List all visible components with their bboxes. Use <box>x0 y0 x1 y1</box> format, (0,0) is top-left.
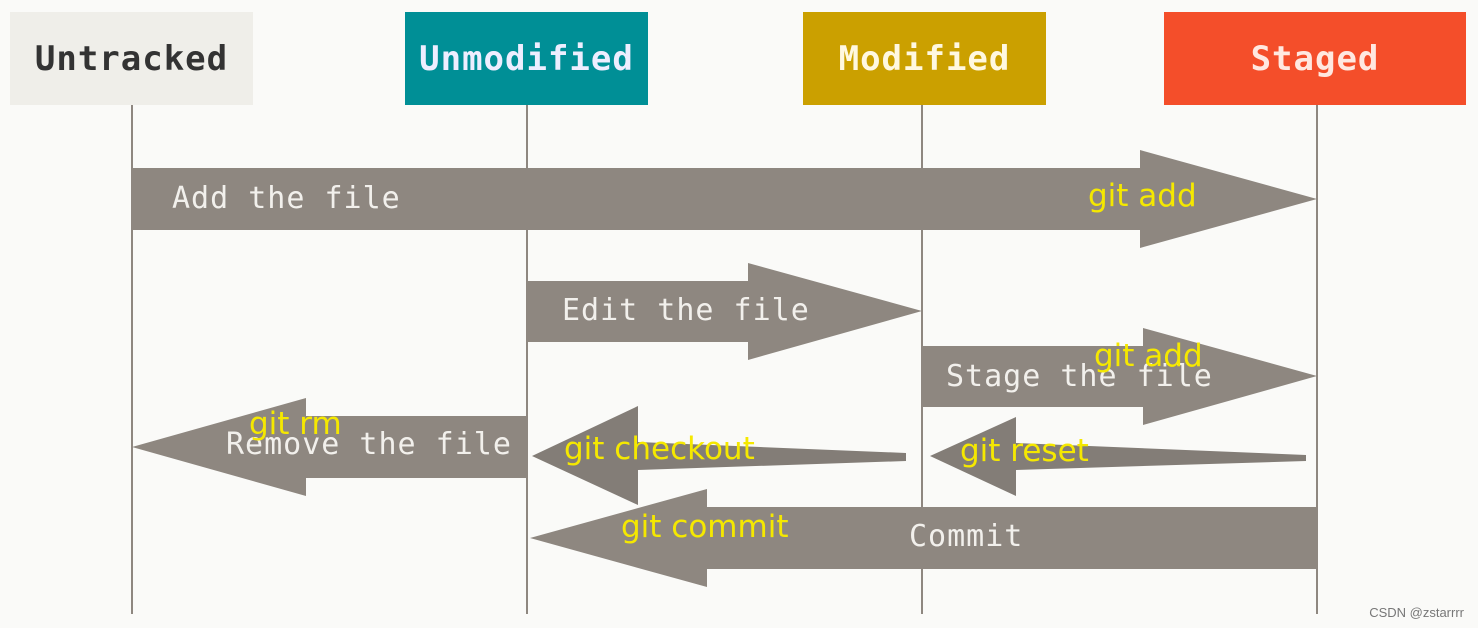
git-commit-annotation: git commit <box>621 509 789 545</box>
edit-file-arrow <box>527 263 922 360</box>
git-reset-arrow <box>930 417 1306 496</box>
git-checkout-annotation: git checkout <box>564 431 755 467</box>
stage-file-arrow <box>922 328 1317 425</box>
state-untracked: Untracked <box>10 12 253 105</box>
remove-file-label: Remove the file <box>226 427 512 462</box>
edit-file-label: Edit the file <box>562 293 810 328</box>
state-modified: Modified <box>803 12 1046 105</box>
git-reset-annotation: git reset <box>960 433 1089 469</box>
commit-label: Commit <box>909 519 1024 554</box>
watermark: CSDN @zstarrrr <box>1369 605 1464 620</box>
remove-file-arrow <box>132 398 527 496</box>
add-file-arrow <box>132 150 1317 248</box>
git-add-annotation-2: git add <box>1094 338 1203 374</box>
git-add-annotation-1: git add <box>1088 178 1197 214</box>
state-unmodified: Unmodified <box>405 12 648 105</box>
commit-arrow <box>530 489 1317 587</box>
stage-file-label: Stage the file <box>946 359 1213 394</box>
git-rm-annotation: git rm <box>249 406 342 442</box>
git-checkout-arrow <box>532 406 906 505</box>
state-staged: Staged <box>1164 12 1466 105</box>
add-file-label: Add the file <box>172 181 401 216</box>
